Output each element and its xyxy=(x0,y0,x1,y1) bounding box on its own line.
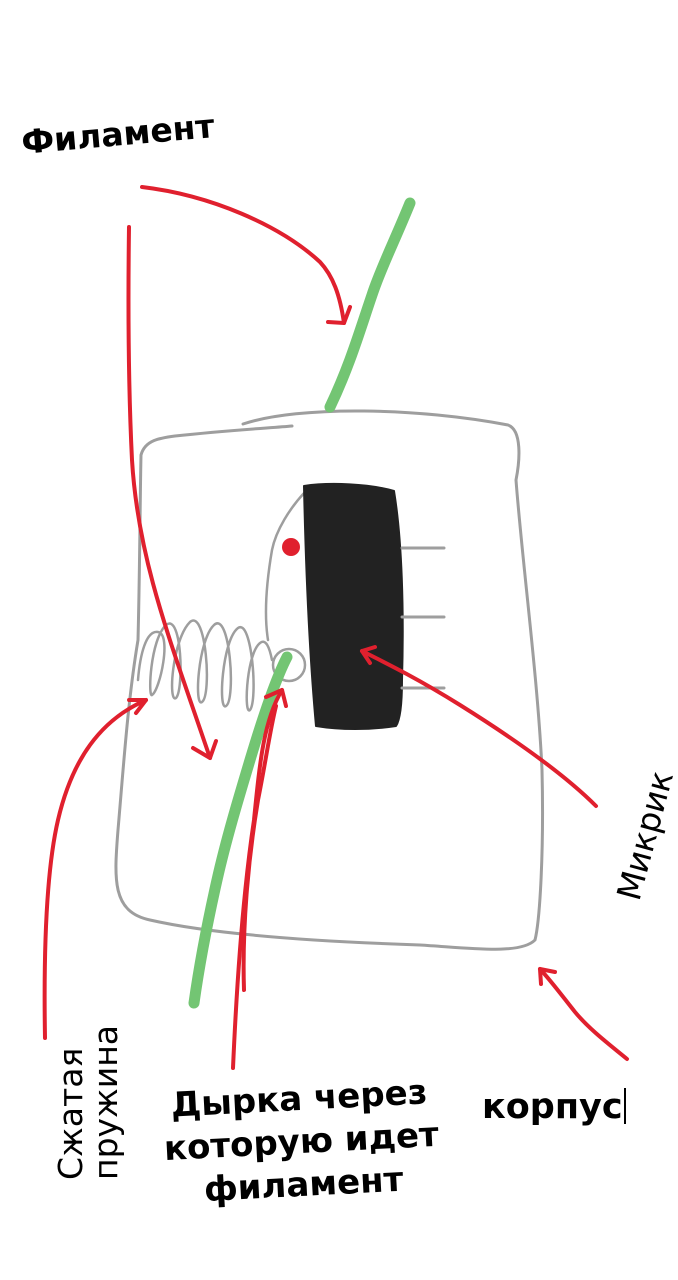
annotation-arrows xyxy=(42,185,629,1070)
label-housing-text: корпус xyxy=(482,1087,623,1127)
filament xyxy=(188,197,416,1009)
label-housing: корпус xyxy=(482,1088,626,1125)
arrow-hole-head xyxy=(264,688,288,708)
label-compressed-spring-line2: пружина xyxy=(85,1024,125,1180)
housing-outline xyxy=(114,409,545,951)
arrow-hole-top-head xyxy=(191,739,218,760)
arrow-hole-top xyxy=(126,225,212,760)
arrow-spring xyxy=(42,698,148,1040)
arrow-filament-label-head xyxy=(326,305,352,325)
arrow-microswitch-head xyxy=(360,645,377,665)
arrow-hole-extra xyxy=(241,704,278,992)
arrow-microswitch xyxy=(360,649,598,808)
label-filament-hole: Дырка через которую идет филамент xyxy=(148,1070,454,1215)
microswitch-pins xyxy=(400,546,446,690)
arrow-body-head xyxy=(538,967,557,986)
filament-upper xyxy=(324,197,416,413)
arrow-spring-head xyxy=(127,698,148,715)
arrow-filament-label xyxy=(140,185,346,325)
arrow-body xyxy=(538,967,629,1061)
microswitch xyxy=(282,482,446,730)
lever xyxy=(264,490,307,683)
compressed-spring xyxy=(136,619,274,712)
label-compressed-spring-line1: Сжатая xyxy=(51,1047,90,1180)
filament-lower xyxy=(188,651,293,1009)
switch-contact-dot xyxy=(282,538,300,556)
text-cursor xyxy=(623,1088,626,1124)
